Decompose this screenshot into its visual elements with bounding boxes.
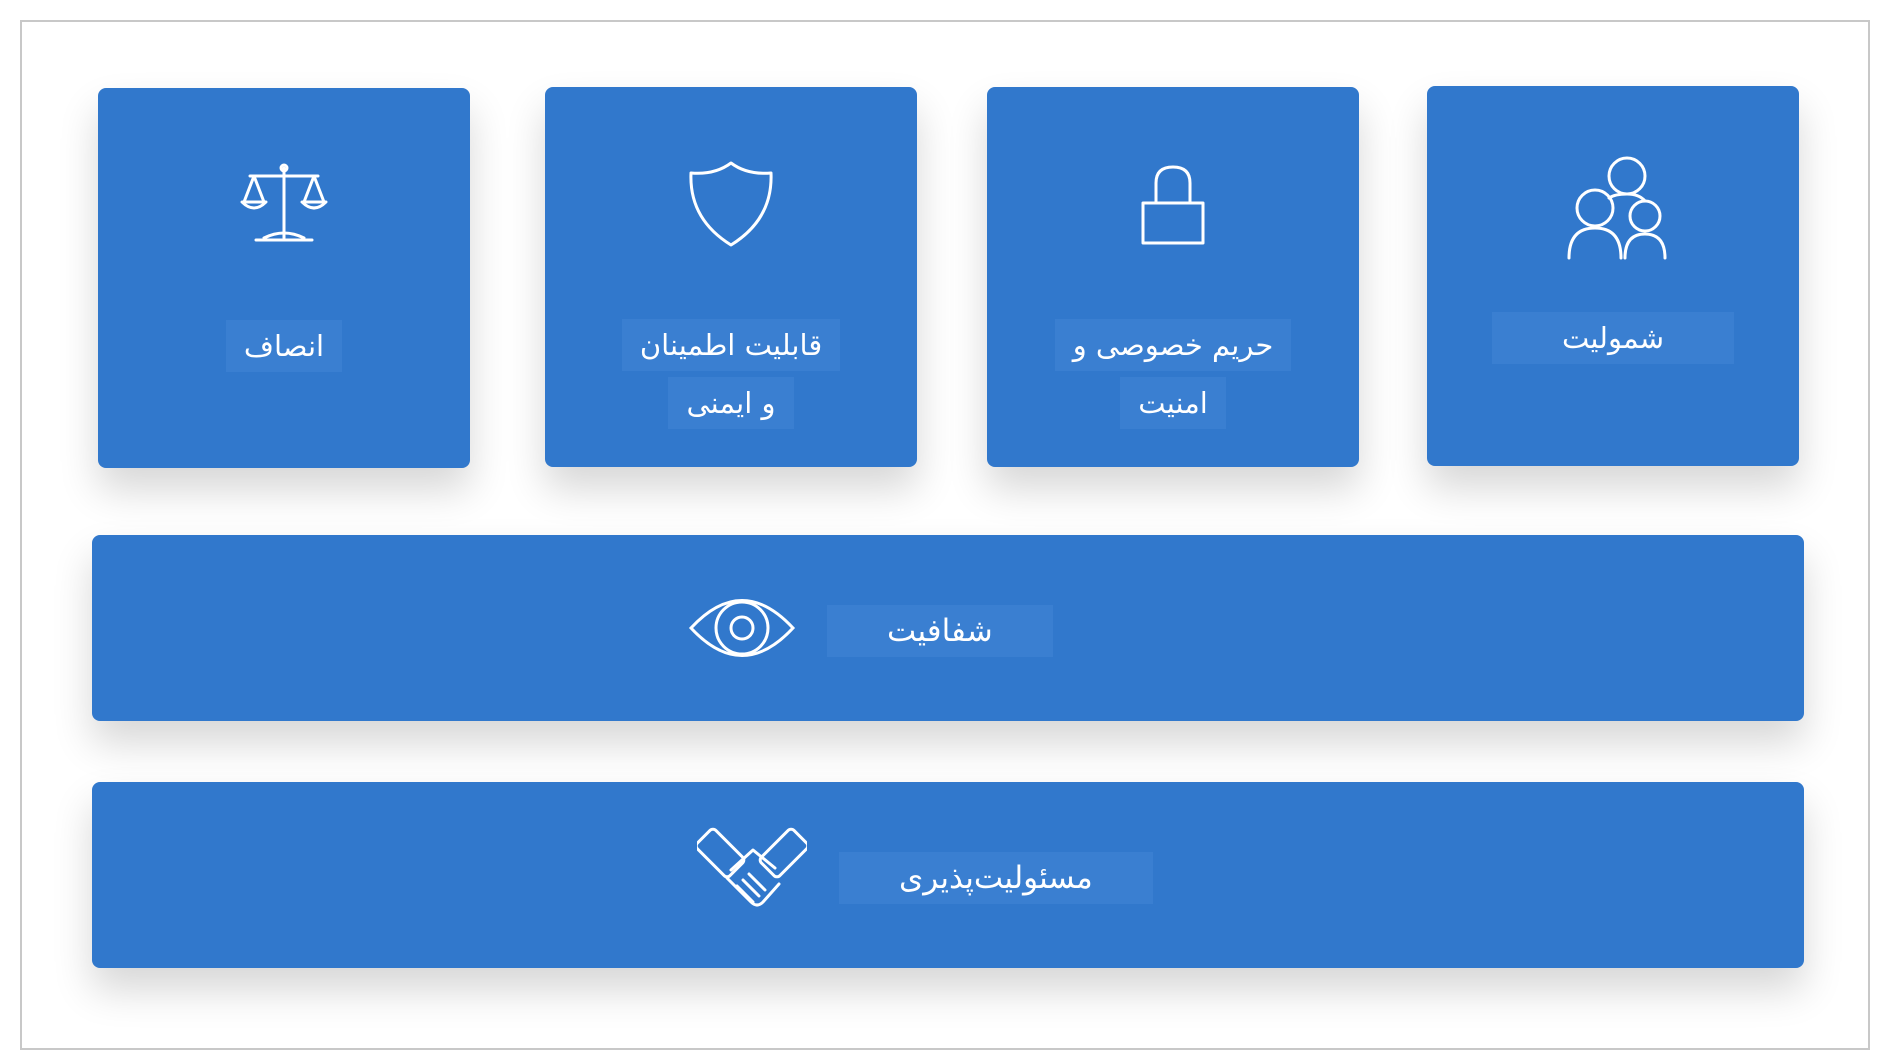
bar-transparency-label: شفافیت — [827, 605, 1053, 657]
label-line: مسئولیت‌پذیری — [839, 852, 1153, 904]
diagram-frame: انصاف قابلیت اطمینان و ایمنی حریم خصوصی … — [20, 20, 1870, 1050]
label-line: حریم خصوصی و — [1054, 319, 1292, 371]
bar-transparency: شفافیت — [92, 535, 1804, 721]
tile-privacy-security-label: حریم خصوصی و امنیت — [987, 319, 1359, 435]
label-line: شفافیت — [827, 605, 1053, 657]
eye-icon — [687, 573, 797, 683]
bar-accountability-label: مسئولیت‌پذیری — [839, 852, 1153, 904]
tile-fairness-label: انصاف — [98, 320, 470, 378]
lock-icon — [1123, 153, 1223, 253]
label-line: قابلیت اطمینان — [621, 319, 841, 371]
handshake-icon — [697, 820, 807, 930]
shield-icon — [681, 153, 781, 253]
label-line: شمولیت — [1491, 312, 1735, 364]
tile-inclusiveness-label: شمولیت — [1427, 312, 1799, 370]
scales-icon — [234, 154, 334, 254]
label-line: امنیت — [1120, 377, 1226, 429]
tile-privacy-security: حریم خصوصی و امنیت — [987, 87, 1359, 467]
label-line: و ایمنی — [668, 377, 794, 429]
people-icon — [1563, 154, 1667, 260]
tile-reliability-safety: قابلیت اطمینان و ایمنی — [545, 87, 917, 467]
tile-fairness: انصاف — [98, 88, 470, 468]
bar-accountability: مسئولیت‌پذیری — [92, 782, 1804, 968]
tile-reliability-safety-label: قابلیت اطمینان و ایمنی — [545, 319, 917, 435]
tile-inclusiveness: شمولیت — [1427, 86, 1799, 466]
label-line: انصاف — [225, 320, 343, 372]
